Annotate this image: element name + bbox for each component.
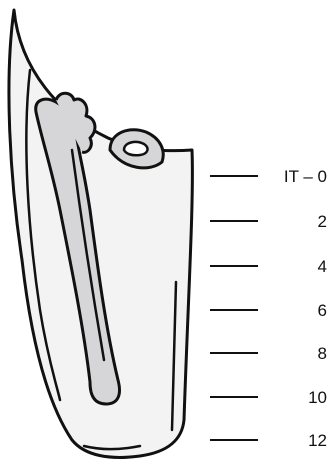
scale-label: IT – 0 xyxy=(284,167,327,186)
scale-label: 10 xyxy=(308,388,327,407)
scale-label: 8 xyxy=(318,344,327,363)
scale-label: 12 xyxy=(308,431,327,450)
depth-scale: IT – 0 2 4 6 8 10 12 xyxy=(210,167,327,450)
scale-label: 6 xyxy=(318,301,327,320)
scale-label: 2 xyxy=(318,212,327,231)
ischial-seat-inner xyxy=(124,142,147,155)
scale-label: 4 xyxy=(318,257,327,276)
